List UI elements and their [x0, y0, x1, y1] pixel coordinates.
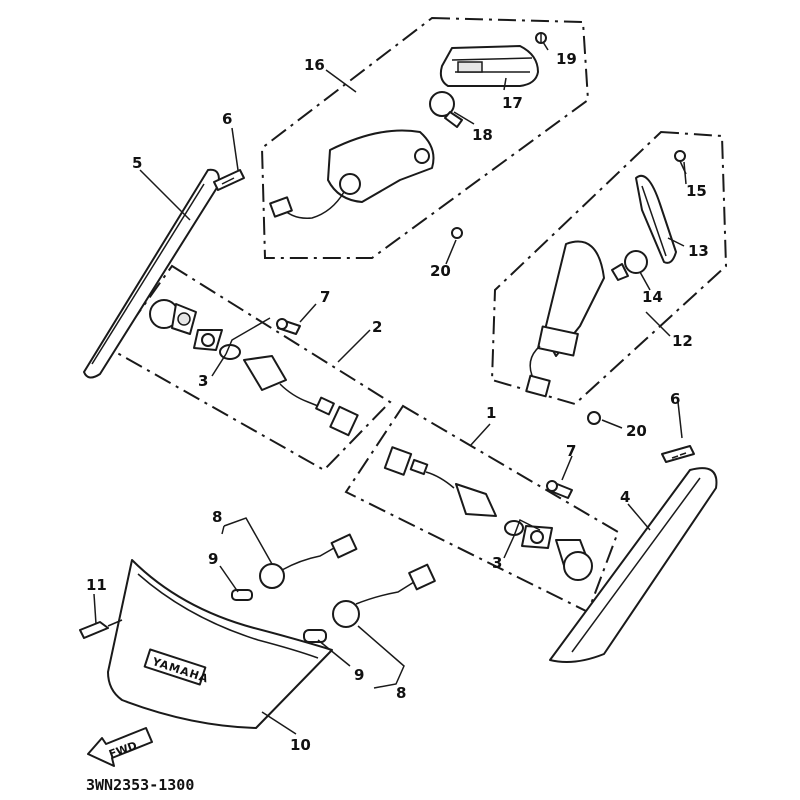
- bulb-3-right: [504, 520, 524, 536]
- front-cover: YAMAHA: [107, 559, 333, 729]
- callout-4: 4: [620, 488, 630, 506]
- callout-1: 1: [486, 404, 496, 422]
- callout-20-lower: 20: [626, 422, 647, 440]
- forward-direction-arrow: FWD: [87, 727, 153, 767]
- callout-15: 15: [686, 182, 707, 200]
- bulb-9-lower: [303, 629, 327, 643]
- bulb-14: [611, 250, 648, 281]
- tail-light-housing: [269, 129, 435, 219]
- gasket-3-right: [521, 525, 553, 549]
- right-side-strip: [549, 467, 718, 663]
- bolt-6-lower: [661, 445, 695, 463]
- callout-13: 13: [688, 242, 709, 260]
- callout-8-upper: 8: [212, 508, 222, 526]
- callout-numbers: 16 17 19 18 6 5 20 7 2 3 15 13 14 12 20 …: [86, 50, 709, 754]
- callout-14: 14: [642, 288, 663, 306]
- rivet-20-upper: [451, 227, 463, 239]
- callout-3-right: 3: [492, 554, 502, 572]
- callout-10: 10: [290, 736, 311, 754]
- screw-7-left: [276, 318, 301, 335]
- callout-7-left: 7: [320, 288, 330, 306]
- screw-7-right: [546, 480, 573, 499]
- socket-cord-left: [243, 355, 359, 437]
- callout-16: 16: [304, 56, 325, 74]
- bulb-3-left: [219, 344, 241, 360]
- callout-12: 12: [672, 332, 693, 350]
- callout-17: 17: [502, 94, 523, 112]
- group-box-12-right-turn-signal: [490, 130, 728, 406]
- tail-lens: [439, 45, 539, 87]
- socket-cord-right: [383, 446, 497, 517]
- gasket-3-left: [193, 329, 223, 351]
- group-box-16-rear-light: [260, 16, 590, 259]
- left-bulb-assembly: [149, 299, 197, 335]
- callout-3-left: 3: [198, 372, 208, 390]
- bulb-9-upper: [231, 589, 253, 601]
- callout-8-lower: 8: [396, 684, 406, 702]
- left-side-strip: [83, 168, 220, 379]
- callout-19: 19: [556, 50, 577, 68]
- callout-6-upper: 6: [222, 110, 232, 128]
- turn-signal-lens-13: [635, 174, 677, 264]
- bulb-18: [429, 91, 463, 128]
- callout-9-lower: 9: [354, 666, 364, 684]
- callout-2: 2: [372, 318, 382, 336]
- callout-11: 11: [86, 576, 107, 594]
- socket-8-lower: [332, 563, 436, 628]
- diagram-part-number: 3WN2353-1300: [86, 776, 194, 794]
- screw-11: [79, 619, 123, 639]
- callout-9-upper: 9: [208, 550, 218, 568]
- callout-6-lower: 6: [670, 390, 680, 408]
- bolt-6-upper: [213, 169, 245, 191]
- socket-8-upper: [259, 533, 358, 589]
- callout-18: 18: [472, 126, 493, 144]
- callout-5: 5: [132, 154, 142, 172]
- callout-20-upper: 20: [430, 262, 451, 280]
- leader-lines: [93, 41, 687, 735]
- turn-signal-housing-right: [525, 240, 605, 398]
- callout-7-right: 7: [566, 442, 576, 460]
- right-bulb-assembly: [555, 539, 593, 581]
- screw-19: [535, 32, 547, 44]
- rivet-20-lower: [587, 411, 601, 425]
